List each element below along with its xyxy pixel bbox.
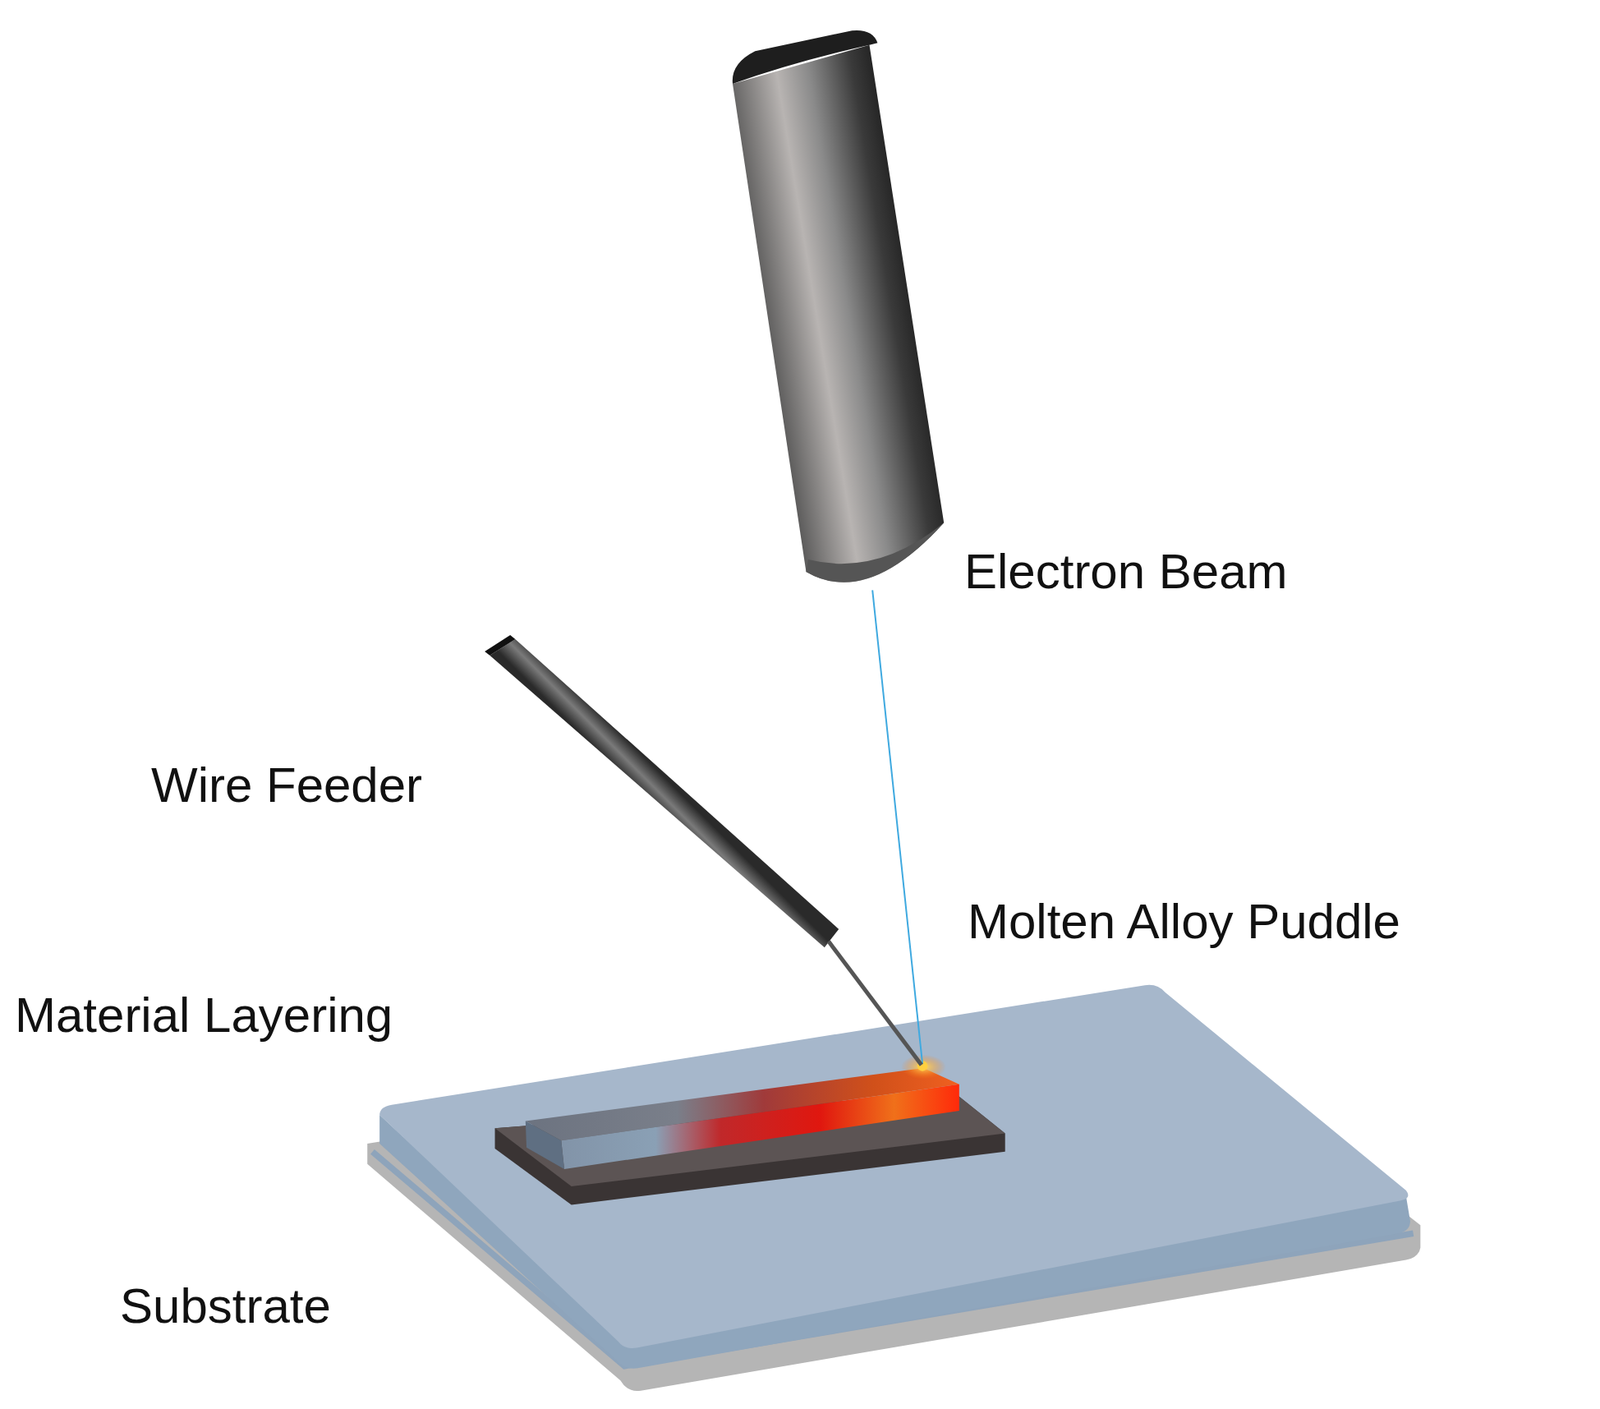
deposited-layers xyxy=(495,1054,1006,1205)
beam-line xyxy=(872,589,923,1064)
part-label: Electron Beam xyxy=(964,542,1288,602)
electron-gun xyxy=(732,30,944,583)
wire-feeder xyxy=(484,634,922,1065)
part-label: Wire Feeder xyxy=(151,755,423,815)
part-label: Molten Alloy Puddle xyxy=(967,891,1401,952)
part-label: Substrate xyxy=(119,1276,332,1336)
part-label: Material Layering xyxy=(14,985,393,1045)
substrate-plate xyxy=(367,984,1421,1391)
